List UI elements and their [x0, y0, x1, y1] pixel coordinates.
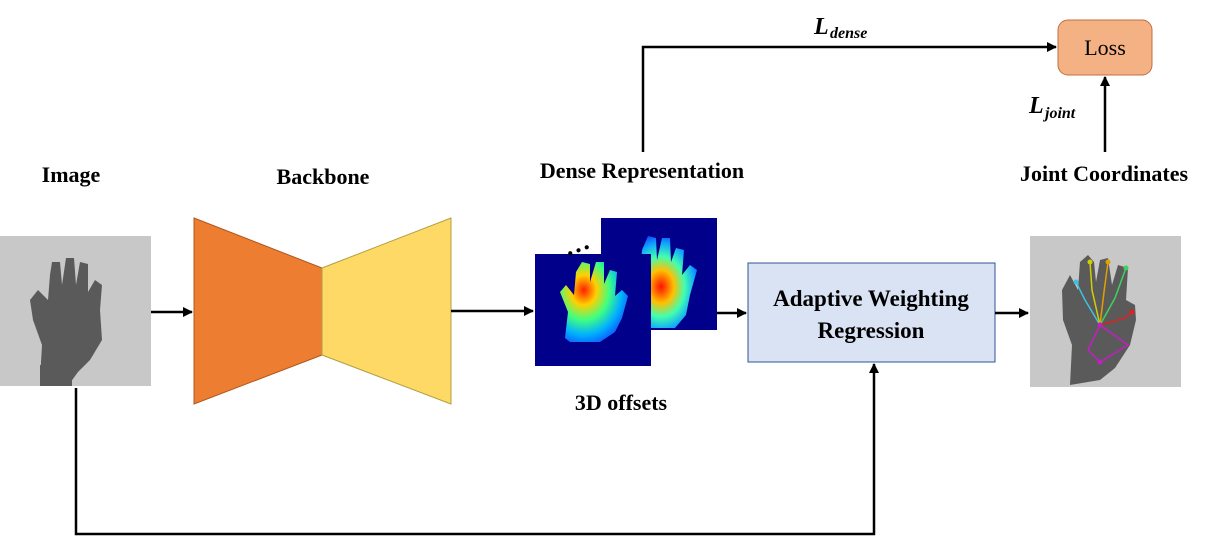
backbone-network: [193, 217, 452, 405]
adaptive-weighting-regression-box: Adaptive Weighting Regression: [747, 262, 996, 363]
loss-box: Loss: [1057, 19, 1153, 76]
input-hand-silhouette: [30, 258, 102, 386]
loss-label: Loss: [1084, 35, 1126, 60]
arrow-image-to-regression-skip: [74, 363, 879, 536]
l-dense-sub: dense: [830, 25, 867, 42]
dense-representation-label: Dense Representation: [540, 158, 744, 183]
l-joint-sub: joint: [1042, 105, 1076, 122]
image-label: Image: [42, 162, 101, 187]
joint-points: [1073, 259, 1135, 365]
dense-representation-maps: …: [535, 218, 717, 366]
l-joint-main: L: [1028, 93, 1044, 119]
input-depth-image: [0, 236, 151, 386]
l-dense-main: L: [813, 14, 829, 40]
backbone-label: Backbone: [277, 164, 370, 189]
regression-label-line2: Regression: [818, 318, 925, 343]
output-joint-image: [1030, 236, 1181, 387]
offset-map-front: [535, 254, 651, 366]
joint-coordinates-label: Joint Coordinates: [1020, 161, 1189, 186]
backbone-encoder: [193, 217, 323, 405]
backbone-decoder: [321, 217, 452, 405]
flow-arrows: [74, 42, 1110, 536]
l-joint-label: L joint: [1028, 93, 1076, 122]
arrow-dense-to-loss: [641, 42, 1057, 152]
regression-label-line1: Adaptive Weighting: [773, 286, 969, 311]
offsets-label: 3D offsets: [575, 390, 668, 415]
l-dense-label: L dense: [813, 14, 867, 42]
joint-skeleton: [1075, 261, 1133, 363]
